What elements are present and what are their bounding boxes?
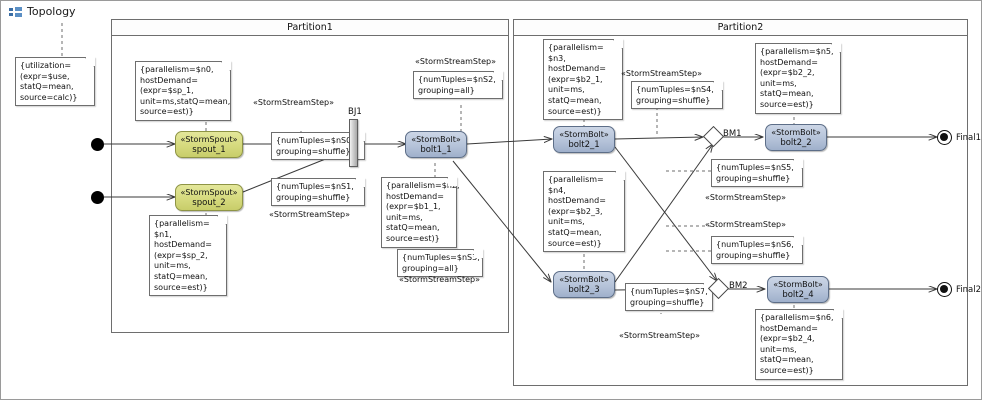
node-bolt2-3-name: bolt2_3: [568, 284, 600, 295]
note-spout-1-props[interactable]: {parallelism=$n0, hostDemand= (expr=$sp_…: [135, 61, 231, 121]
note-stream-nS3[interactable]: {numTuples=$nS3, grouping=all}: [397, 249, 483, 278]
stereotype-label-stream-7: «StormStreamStep»: [619, 331, 700, 340]
note-fold-corner: [613, 39, 623, 49]
node-spout-2-name: spout_2: [192, 197, 226, 208]
note-bolt1-1-props[interactable]: {parallelism=$n2, hostDemand= (expr=$b1_…: [381, 177, 460, 248]
stereotype-label-stream-1: «StormStreamStep»: [269, 210, 350, 219]
note-bolt2-3-props[interactable]: {parallelism= $n4, hostDemand= (expr=$b2…: [543, 171, 625, 253]
note-utilization[interactable]: {utilization= (expr=$use, statQ=mean, so…: [15, 57, 95, 107]
note-bolt2-1-props[interactable]: {parallelism= $n3, hostDemand= (expr=$b2…: [543, 39, 623, 121]
stereotype-label-stream-4: «StormStreamStep»: [621, 69, 702, 78]
note-spout-2-props[interactable]: {parallelism= $n1, hostDemand= (expr=$sp…: [149, 215, 227, 297]
note-fold-corner: [473, 249, 483, 259]
note-fold-corner: [447, 177, 457, 187]
diagram-icon: [9, 6, 22, 18]
stereotype-label-stream-0: «StormStreamStep»: [253, 98, 334, 107]
join-node-bj1[interactable]: [349, 119, 358, 167]
note-stream-nS7[interactable]: {numTuples=$nS7, grouping=shuffle}: [625, 283, 713, 312]
node-spout-2[interactable]: «StormSpout» spout_2: [175, 184, 243, 211]
node-bolt2-2-name: bolt2_2: [780, 137, 812, 148]
note-fold-corner: [831, 43, 841, 53]
node-bolt2-1[interactable]: «StormBolt» bolt2_1: [553, 126, 615, 153]
node-bolt2-3[interactable]: «StormBolt» bolt2_3: [553, 271, 615, 298]
node-bolt2-1-stereotype: «StormBolt»: [559, 129, 609, 139]
partition-2-label: Partition2: [514, 20, 967, 36]
note-fold-corner: [793, 236, 803, 246]
note-bolt2-4-props[interactable]: {parallelism=$n6, hostDemand= (expr=$b2_…: [755, 309, 843, 380]
note-stream-nS6[interactable]: {numTuples=$nS6, grouping=shuffle}: [711, 236, 803, 265]
stereotype-label-stream-3: «StormStreamStep»: [399, 275, 480, 284]
final-node-2-core: [940, 285, 949, 294]
note-bolt2-2-props[interactable]: {parallelism=$n5, hostDemand= (expr=$b2_…: [755, 43, 841, 114]
note-stream-nS4[interactable]: {numTuples=$nS4, grouping=shuffle}: [631, 81, 723, 110]
final-node-1-label: Final1: [956, 133, 981, 143]
node-bolt2-4-stereotype: «StormBolt»: [773, 279, 823, 289]
note-fold-corner: [713, 81, 723, 91]
final-node-2[interactable]: [937, 282, 952, 297]
initial-node-1[interactable]: [91, 138, 104, 151]
node-bolt2-2-stereotype: «StormBolt»: [771, 127, 821, 137]
note-fold-corner: [493, 71, 503, 81]
final-node-1-core: [940, 133, 949, 142]
node-bolt2-4[interactable]: «StormBolt» bolt2_4: [767, 276, 829, 303]
final-node-1[interactable]: [937, 130, 952, 145]
note-fold-corner: [85, 57, 95, 67]
node-bolt1-1-name: bolt1_1: [420, 144, 452, 155]
node-bolt2-1-name: bolt2_1: [568, 139, 600, 150]
node-bolt2-3-stereotype: «StormBolt»: [559, 274, 609, 284]
node-spout-2-stereotype: «StormSpout»: [180, 187, 238, 197]
merge-node-bm2-label: BM2: [729, 281, 748, 291]
note-stream-nS2[interactable]: {numTuples=$nS2, grouping=all}: [413, 71, 503, 100]
note-fold-corner: [221, 61, 231, 71]
note-fold-corner: [615, 171, 625, 181]
note-fold-corner: [217, 215, 227, 225]
note-fold-corner: [355, 178, 365, 188]
note-stream-nS1[interactable]: {numTuples=$nS1, grouping=shuffle}: [271, 178, 365, 207]
node-bolt2-2[interactable]: «StormBolt» bolt2_2: [765, 124, 827, 151]
initial-node-2[interactable]: [91, 191, 104, 204]
join-node-bj1-label: BJ1: [348, 107, 362, 117]
note-fold-corner: [833, 309, 843, 319]
partition-1-label: Partition1: [112, 20, 508, 36]
stereotype-label-stream-2: «StormStreamStep»: [415, 57, 496, 66]
note-stream-nS5[interactable]: {numTuples=$nS5, grouping=shuffle}: [711, 159, 803, 188]
note-fold-corner: [793, 159, 803, 169]
node-bolt2-4-name: bolt2_4: [782, 289, 814, 300]
node-bolt1-1[interactable]: «StormBolt» bolt1_1: [405, 131, 467, 158]
node-spout-1-stereotype: «StormSpout»: [180, 134, 238, 144]
node-spout-1-name: spout_1: [192, 144, 226, 155]
stereotype-label-stream-6: «StormStreamStep»: [705, 220, 786, 229]
stereotype-label-stream-5: «StormStreamStep»: [705, 193, 786, 202]
diagram-title: Topology: [9, 5, 76, 19]
node-spout-1[interactable]: «StormSpout» spout_1: [175, 131, 243, 158]
node-bolt1-1-stereotype: «StormBolt»: [411, 134, 461, 144]
page-title: Topology: [27, 5, 76, 18]
final-node-2-label: Final2: [956, 285, 981, 295]
merge-node-bm1-label: BM1: [723, 129, 742, 139]
